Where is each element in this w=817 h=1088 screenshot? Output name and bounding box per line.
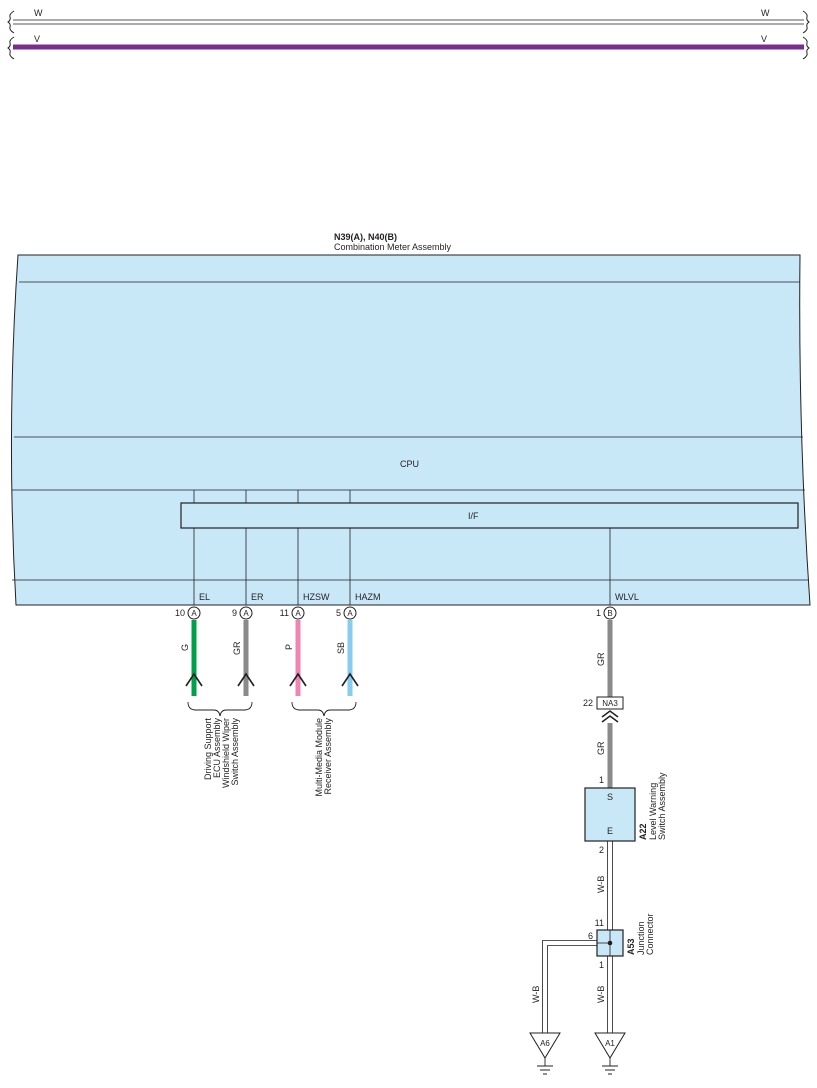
wire-label-wb-1: W-B bbox=[596, 876, 606, 893]
svg-text:A: A bbox=[243, 609, 249, 618]
a53-code: A53 bbox=[626, 938, 636, 955]
ground-a1: A1 bbox=[594, 1032, 626, 1075]
combination-meter: N39(A), N40(B) Combination Meter Assembl… bbox=[10, 232, 811, 606]
svg-text:Multi-Media Module: Multi-Media Module bbox=[314, 718, 324, 797]
pin-er: 9 A bbox=[232, 606, 253, 620]
wire-label-g: G bbox=[180, 644, 190, 651]
svg-text:ECU Assembly: ECU Assembly bbox=[212, 718, 222, 779]
a22-code: A22 bbox=[638, 823, 648, 840]
svg-text:A: A bbox=[191, 609, 197, 618]
violet-wire-label-left: V bbox=[34, 34, 40, 44]
meter-body bbox=[10, 254, 811, 606]
na3-chevrons bbox=[601, 710, 619, 723]
svg-text:Switch Assembly: Switch Assembly bbox=[230, 718, 240, 786]
wire-label-gr-wlvl: GR bbox=[596, 652, 606, 666]
meter-name: Combination Meter Assembly bbox=[334, 242, 452, 252]
top-bus: W W V V bbox=[7, 8, 810, 60]
a53-pin-left: 6 bbox=[588, 931, 593, 941]
a22-pin-e-num: 2 bbox=[599, 845, 604, 855]
brace-right-top bbox=[802, 10, 810, 34]
svg-text:10: 10 bbox=[175, 608, 185, 618]
outgoing-wires: G GR P SB bbox=[180, 620, 359, 696]
a53-pin-bottom: 1 bbox=[599, 960, 604, 970]
svg-text:A: A bbox=[295, 609, 301, 618]
meter-codes: N39(A), N40(B) bbox=[334, 232, 397, 242]
pin-name-el: EL bbox=[199, 592, 210, 602]
svg-text:5: 5 bbox=[336, 608, 341, 618]
pin-name-wlvl: WLVL bbox=[615, 592, 639, 602]
svg-text:9: 9 bbox=[232, 608, 237, 618]
svg-text:A6: A6 bbox=[540, 1039, 550, 1048]
svg-text:Driving Support: Driving Support bbox=[203, 718, 213, 781]
destination-group-2: Multi-Media Module Receiver Assembly bbox=[291, 701, 357, 797]
a53-pin-top: 11 bbox=[595, 918, 604, 928]
svg-text:11: 11 bbox=[280, 608, 289, 618]
pin-wlvl: 1 B bbox=[596, 606, 617, 620]
wire-label-gr-lower: GR bbox=[596, 741, 606, 755]
if-label: I/F bbox=[468, 511, 479, 521]
white-wire-label-left: W bbox=[34, 8, 43, 18]
svg-text:A: A bbox=[347, 609, 353, 618]
a22-box bbox=[584, 787, 636, 842]
brace-left-top bbox=[7, 10, 15, 34]
a22-pin-e: E bbox=[607, 826, 613, 836]
wlvl-circuit: GR 22 NA3 GR 1 S E A22 Level Warning Swi… bbox=[531, 620, 667, 1033]
destination-group-1: Driving Support ECU Assembly Windshield … bbox=[187, 701, 253, 788]
pin-hzsw: 11 A bbox=[280, 606, 305, 620]
brace-left-bottom bbox=[7, 36, 15, 60]
pin-hazm: 5 A bbox=[336, 606, 357, 620]
a53-name-2: Connector bbox=[645, 913, 655, 955]
wire-label-p: P bbox=[284, 644, 294, 650]
ground-a6: A6 bbox=[529, 1032, 561, 1075]
white-wire-label-right: W bbox=[761, 8, 770, 18]
cpu-label: CPU bbox=[400, 459, 419, 469]
a53-name-1: Junction bbox=[636, 921, 646, 955]
pin-name-er: ER bbox=[251, 592, 264, 602]
na3-box bbox=[596, 696, 624, 710]
pin-el: 10 A bbox=[175, 606, 201, 620]
wire-label-gr: GR bbox=[232, 641, 242, 655]
internal-lines bbox=[193, 490, 611, 605]
svg-text:B: B bbox=[607, 609, 612, 618]
a22-pin-s-num: 1 bbox=[599, 775, 604, 785]
a22-name-2: Switch Assembly bbox=[657, 772, 667, 840]
violet-wire-label-right: V bbox=[761, 34, 767, 44]
svg-text:Windshield Wiper: Windshield Wiper bbox=[221, 718, 231, 788]
svg-text:Receiver Assembly: Receiver Assembly bbox=[323, 718, 333, 795]
a22-name-1: Level Warning bbox=[648, 783, 658, 840]
a22-pin-s: S bbox=[607, 792, 613, 802]
arrowheads bbox=[185, 672, 359, 687]
brace-right-bottom bbox=[802, 36, 810, 60]
wire-label-sb: SB bbox=[336, 642, 346, 654]
meter-pins: 10 A 9 A 11 A 5 A 1 B bbox=[175, 606, 617, 620]
if-block bbox=[180, 502, 799, 529]
wire-label-wb-left: W-B bbox=[531, 986, 541, 1003]
wire-label-wb-bottom: W-B bbox=[596, 986, 606, 1003]
pin-name-hazm: HAZM bbox=[355, 592, 381, 602]
pin-name-hzsw: HZSW bbox=[303, 592, 330, 602]
na3-label: NA3 bbox=[602, 699, 618, 708]
svg-text:A1: A1 bbox=[605, 1039, 615, 1048]
na3-pin: 22 bbox=[583, 698, 593, 708]
svg-text:1: 1 bbox=[596, 608, 601, 618]
